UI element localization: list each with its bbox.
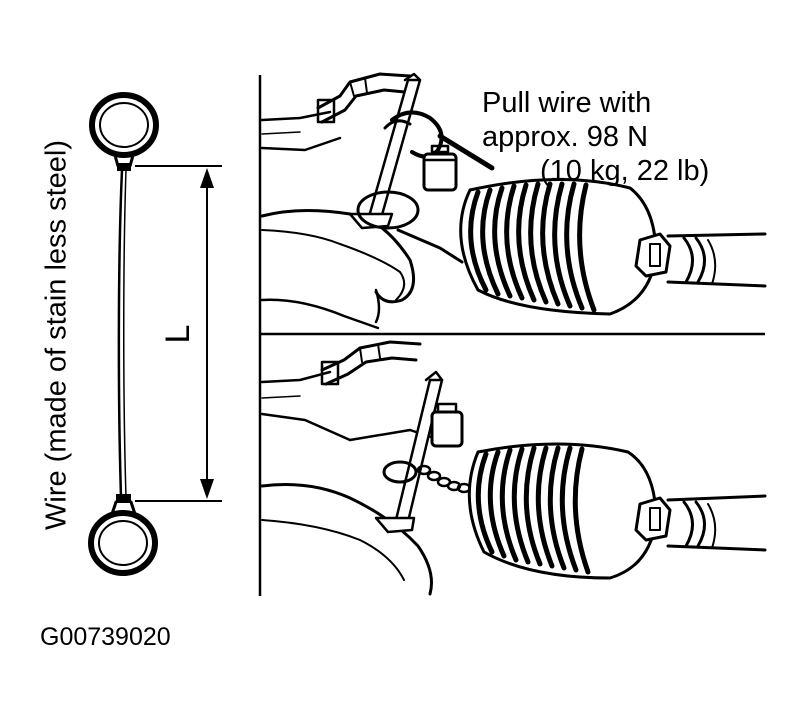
bottom-panel-illustration bbox=[260, 340, 767, 596]
bottom-boot-ribs bbox=[475, 445, 591, 575]
callout-line-2: approx. 98 N bbox=[482, 121, 648, 153]
dimension-line-L bbox=[135, 165, 222, 502]
dimension-label: L bbox=[159, 325, 197, 344]
panel-frame bbox=[258, 75, 765, 596]
wire-tool-figure bbox=[88, 92, 159, 576]
wire-label: Wire (made of stain less steel) bbox=[41, 140, 73, 530]
top-panel-illustration bbox=[260, 72, 767, 330]
top-boot-ribs bbox=[468, 181, 597, 313]
chain bbox=[416, 464, 472, 494]
top-ring bbox=[89, 92, 159, 171]
wire-shaft bbox=[117, 168, 127, 499]
callout-line-1: Pull wire with bbox=[482, 87, 651, 119]
bottom-ring bbox=[88, 494, 158, 576]
callout-line-3: (10 kg, 22 lb) bbox=[540, 155, 709, 187]
figure-code: G00739020 bbox=[40, 623, 171, 651]
pull-wire-callout: Pull wire with approx. 98 N (10 kg, 22 l… bbox=[482, 87, 709, 187]
